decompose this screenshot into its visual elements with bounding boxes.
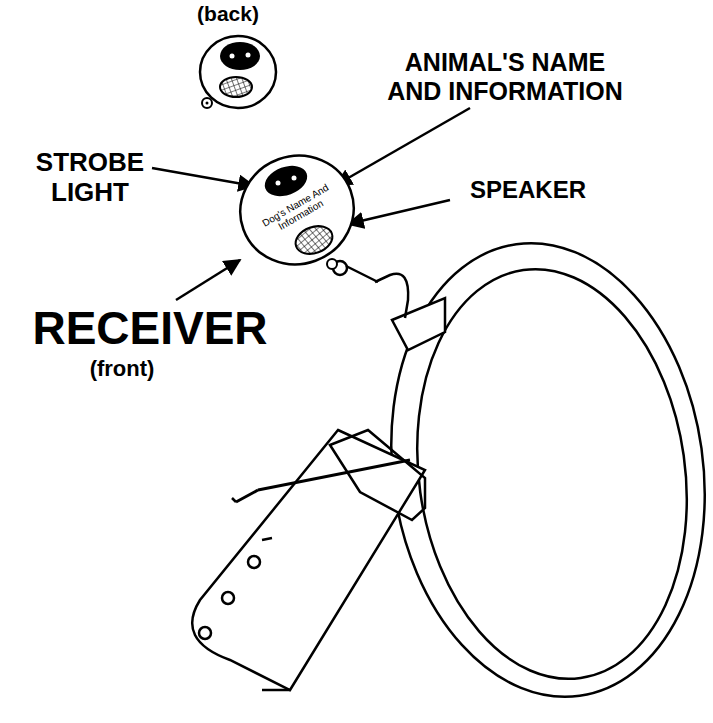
part-label: (back)	[197, 2, 259, 26]
speaker-grille	[292, 221, 337, 258]
part-label: SPEAKER	[470, 176, 586, 204]
leader-arrows	[152, 108, 470, 300]
receiver-tag: Dog's Name And Information	[238, 154, 356, 266]
tag-eyelet	[327, 259, 337, 269]
part-label: ANIMAL'S NAME AND INFORMATION	[375, 48, 635, 106]
link	[346, 266, 378, 282]
part-label: (front)	[90, 356, 155, 381]
title-label: RECEIVER	[32, 302, 267, 355]
tag-body	[238, 154, 356, 266]
strobe-dot	[276, 181, 281, 186]
strobe-dot	[292, 176, 297, 181]
back-tag	[200, 36, 276, 108]
collar	[192, 223, 713, 718]
part-label: STROBE LIGHT	[25, 148, 155, 208]
